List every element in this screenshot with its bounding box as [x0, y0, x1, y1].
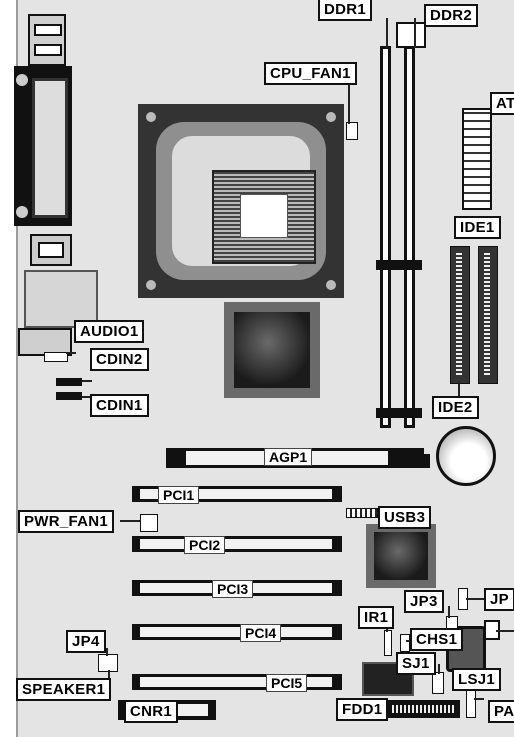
label-ide1: IDE1: [454, 216, 501, 239]
cpu-fan1-header: [346, 122, 358, 140]
atx-12v-connector: [396, 22, 426, 48]
label-lsj1: LSJ1: [452, 668, 502, 691]
dimm-latch: [376, 408, 422, 418]
ddr2-slot: [404, 46, 415, 428]
label-audio1: AUDIO1: [74, 320, 145, 343]
label-pa: PA: [488, 700, 514, 723]
label-chs1: CHS1: [410, 628, 464, 651]
rear-io-parallel-serial-ports: [14, 66, 72, 226]
label-cdin2: CDIN2: [90, 348, 149, 371]
label-agp1: AGP1: [264, 448, 313, 466]
pwr-fan1-header: [140, 514, 158, 532]
usb3-header: [346, 508, 378, 518]
label-pci3: PCI3: [212, 580, 254, 598]
label-pwr-fan1: PWR_FAN1: [18, 510, 115, 533]
label-speaker1: SPEAKER1: [16, 678, 112, 701]
southbridge-chip: [366, 524, 436, 588]
rear-io-lan-port: [24, 270, 98, 328]
label-pci5: PCI5: [266, 674, 308, 692]
fdd1-connector: [388, 700, 460, 718]
label-jp3: JP3: [404, 590, 444, 613]
cdin2-header: [56, 378, 82, 386]
label-ddr1: DDR1: [318, 0, 373, 21]
label-cnr1: CNR1: [124, 700, 179, 723]
label-ide2: IDE2: [432, 396, 479, 419]
label-pci2: PCI2: [184, 536, 226, 554]
agp-retention: [400, 454, 430, 468]
label-ir1: IR1: [358, 606, 395, 629]
ide2-connector: [450, 246, 470, 384]
pci2-slot: [132, 536, 342, 552]
pci5-slot: [132, 674, 342, 690]
label-usb3: USB3: [378, 506, 432, 529]
rear-io-ps2-ports: [28, 14, 66, 66]
cpu-socket: [138, 104, 344, 298]
atx-power-connector: [462, 108, 492, 210]
label-pci4: PCI4: [240, 624, 282, 642]
cmos-battery: [436, 426, 496, 486]
northbridge-chip: [224, 302, 320, 398]
label-cpu-fan1: CPU_FAN1: [264, 62, 357, 85]
dimm-latch: [376, 260, 422, 270]
ddr1-slot: [380, 46, 391, 428]
label-cdin1: CDIN1: [90, 394, 149, 417]
label-fdd1: FDD1: [336, 698, 389, 721]
cdin1-header: [56, 392, 82, 400]
label-sj1: SJ1: [396, 652, 436, 675]
rear-io-usb-ports: [30, 234, 72, 266]
ide1-connector: [478, 246, 498, 384]
label-at: AT: [490, 92, 514, 115]
audio1-header: [44, 352, 68, 362]
sj1-header: [432, 672, 444, 694]
pci4-slot: [132, 624, 342, 640]
chs1-header: [400, 634, 410, 652]
label-jp: JP: [484, 588, 514, 611]
label-ddr2: DDR2: [424, 4, 479, 27]
ir1-header: [384, 630, 392, 656]
label-pci1: PCI1: [158, 486, 200, 504]
label-jp4: JP4: [66, 630, 106, 653]
